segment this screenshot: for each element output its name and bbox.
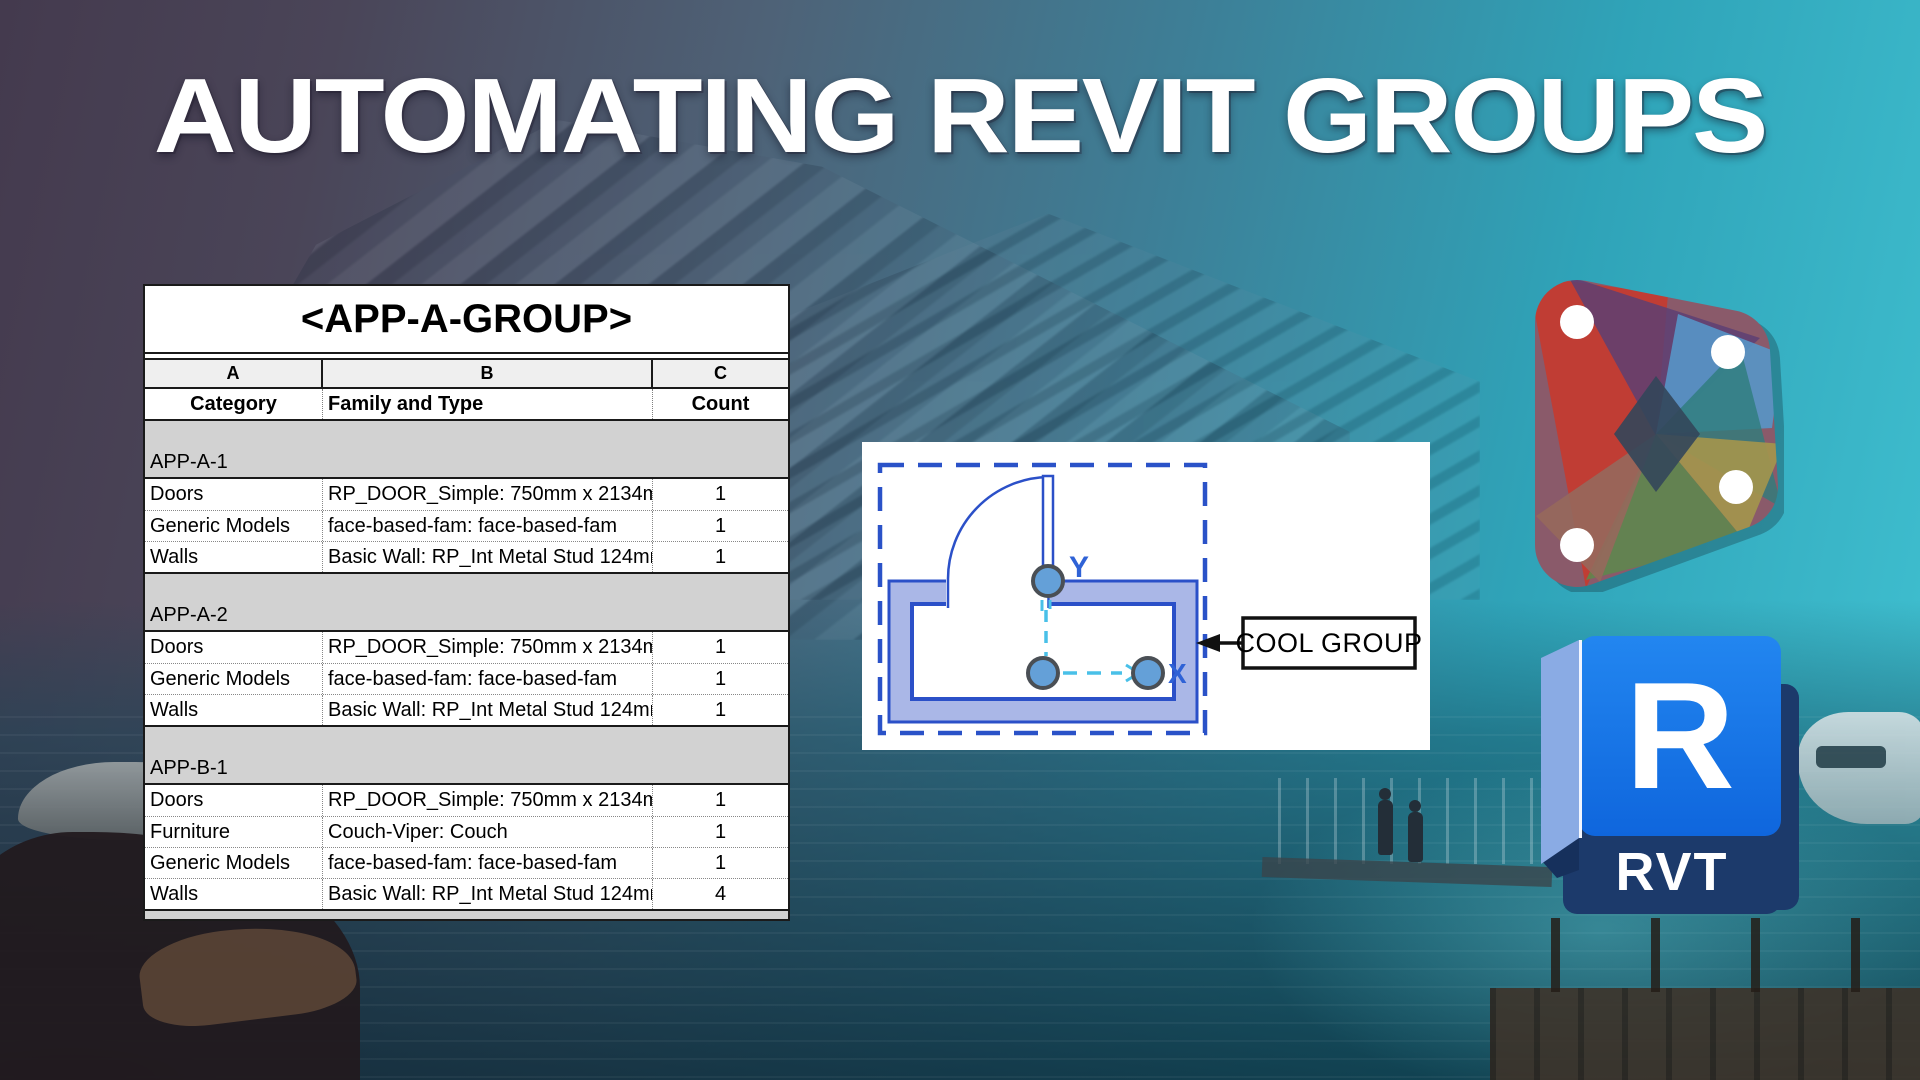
rvt-fold-shadow xyxy=(1541,834,1579,878)
callout-label: COOL GROUP xyxy=(1235,628,1422,658)
schedule-cell-family-type: Basic Wall: RP_Int Metal Stud 124mm xyxy=(323,542,653,572)
schedule-cell-category: Doors xyxy=(145,632,323,663)
y-axis-label: Y xyxy=(1069,551,1089,584)
person-silhouette xyxy=(1378,788,1393,855)
revit-format-badge: RVT xyxy=(1615,842,1728,902)
column-letter-b: B xyxy=(323,360,653,387)
header-family-and-type: Family and Type xyxy=(323,389,653,419)
header-category: Category xyxy=(145,389,323,419)
schedule-cell-category: Doors xyxy=(145,785,323,816)
rvt-band xyxy=(1563,828,1781,914)
schedule-cell-category: Generic Models xyxy=(145,848,323,878)
rvt-main-square xyxy=(1579,636,1781,836)
x-axis-dot xyxy=(1131,656,1165,690)
schedule-cell-count: 1 xyxy=(714,515,727,537)
schedule-cell-count: 1 xyxy=(714,852,727,874)
logo-node-dot xyxy=(1560,305,1594,339)
rvt-page-fold xyxy=(1541,640,1579,864)
logo-node-dot xyxy=(1711,335,1745,369)
dock-post xyxy=(1551,918,1560,992)
origin-ticks xyxy=(1040,600,1052,611)
section-band: APP-B-1 xyxy=(145,727,788,783)
schedule-cell-count: 4 xyxy=(714,883,727,905)
revit-rvt-icon: R RVT xyxy=(1535,632,1807,932)
person-silhouette xyxy=(1408,800,1423,862)
wooden-dock xyxy=(1490,988,1920,1080)
schedule-cell-category: Generic Models xyxy=(145,511,323,541)
schedule-cell-family-type: face-based-fam: face-based-fam xyxy=(323,511,653,541)
schedule-cell-count: 1 xyxy=(714,546,727,568)
dock-post xyxy=(1851,918,1860,992)
white-boat xyxy=(1798,712,1920,824)
dock-post xyxy=(1651,918,1660,992)
schedule-cell-family-type: face-based-fam: face-based-fam xyxy=(323,848,653,878)
schedule-cell-family-type: RP_DOOR_Simple: 750mm x 2134mm xyxy=(323,479,653,510)
schedule-cell-category: Walls xyxy=(145,542,323,572)
schedule-cell-count: 1 xyxy=(714,699,727,721)
door-swing-arc xyxy=(946,475,1049,580)
page-title: AUTOMATING REVIT GROUPS xyxy=(153,57,1769,175)
x-axis-label: X xyxy=(1168,658,1187,689)
schedule-column-letters-row: A B C xyxy=(145,358,788,389)
callout-box xyxy=(1241,616,1417,670)
schedule-cell-family-type: Basic Wall: RP_Int Metal Stud 124mm xyxy=(323,695,653,725)
schedule-cell-count: 1 xyxy=(714,483,727,505)
schedule-cell-family-type: face-based-fam: face-based-fam xyxy=(323,664,653,694)
schedule-cell-count: 1 xyxy=(714,821,727,843)
schedule-footer-strip xyxy=(145,911,788,919)
logo-node-dot xyxy=(1560,528,1594,562)
logo-node-dot xyxy=(1719,470,1753,504)
schedule-title: <APP-A-GROUP> xyxy=(145,286,788,354)
section-label: APP-A-1 xyxy=(150,451,228,473)
schedule-cell-count: 1 xyxy=(714,668,727,690)
header-count: Count xyxy=(691,393,750,415)
schedule-cell-category: Generic Models xyxy=(145,664,323,694)
section-label: APP-A-2 xyxy=(150,604,228,626)
schedule-cell-category: Walls xyxy=(145,879,323,909)
pyrevit-logo-icon xyxy=(1528,276,1788,595)
section-label: APP-B-1 xyxy=(150,757,228,779)
section-band: APP-A-2 xyxy=(145,574,788,630)
schedule-cell-family-type: RP_DOOR_Simple: 750mm x 2134mm xyxy=(323,632,653,663)
schedule-cell-family-type: Basic Wall: RP_Int Metal Stud 124mm xyxy=(323,879,653,909)
dock-post xyxy=(1751,918,1760,992)
schedule-cell-count: 1 xyxy=(714,636,727,658)
schedule-cell-category: Furniture xyxy=(145,817,323,847)
schedule-cell-category: Walls xyxy=(145,695,323,725)
schedule-cell-family-type: Couch-Viper: Couch xyxy=(323,817,653,847)
callout-arrowhead xyxy=(1196,634,1220,652)
section-band: APP-A-1 xyxy=(145,421,788,477)
revit-schedule-table: <APP-A-GROUP> A B C Category Family and … xyxy=(143,284,790,921)
revit-letter: R xyxy=(1625,651,1735,821)
origin-dot xyxy=(1031,564,1065,598)
column-letter-c: C xyxy=(714,363,727,383)
schedule-cell-count: 1 xyxy=(714,789,727,811)
schedule-spacer xyxy=(145,354,788,358)
group-diagram: Y X COOL GROUP xyxy=(877,462,1422,736)
schedule-cell-family-type: RP_DOOR_Simple: 750mm x 2134mm xyxy=(323,785,653,816)
group-diagram-panel: Y X COOL GROUP xyxy=(862,442,1430,750)
center-dot xyxy=(1026,656,1060,690)
column-letter-a: A xyxy=(145,360,323,387)
schedule-cell-category: Doors xyxy=(145,479,323,510)
selection-dashed-box xyxy=(877,462,1208,736)
schedule-header-row: Category Family and Type Count xyxy=(145,389,788,421)
